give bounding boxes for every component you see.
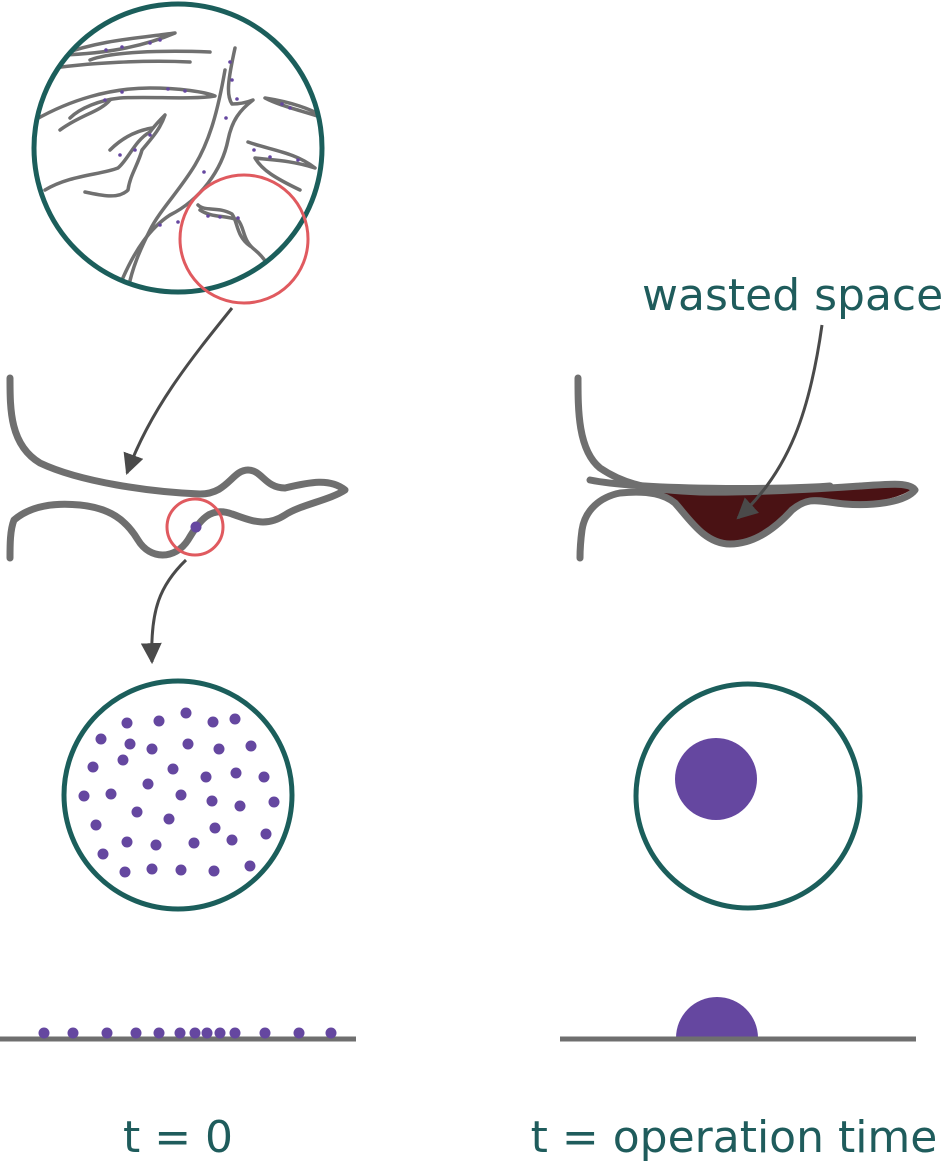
zoom-highlight-circle bbox=[178, 173, 310, 305]
sintered-particle bbox=[676, 997, 758, 1038]
surface-operated bbox=[560, 997, 916, 1042]
particles-initial-view bbox=[61, 678, 295, 912]
caption-t0: t = 0 bbox=[123, 1112, 233, 1162]
pore-zoom-highlight bbox=[165, 497, 225, 557]
pore-operated bbox=[574, 374, 919, 562]
large-particle bbox=[675, 738, 757, 820]
wasted-space-arrow bbox=[736, 324, 824, 520]
wasted-space-label: wasted space bbox=[642, 270, 943, 321]
fiber-network-view bbox=[31, 1, 325, 305]
zoom-arrow-1 bbox=[123, 307, 234, 475]
caption-operation-time: t = operation time bbox=[531, 1112, 938, 1162]
particle-operated-view bbox=[633, 681, 863, 911]
pore-dot bbox=[190, 521, 202, 533]
zoom-arrow-2 bbox=[140, 558, 188, 665]
pore-initial bbox=[6, 374, 349, 562]
surface-initial bbox=[0, 1027, 356, 1042]
network-view-border bbox=[31, 1, 325, 295]
